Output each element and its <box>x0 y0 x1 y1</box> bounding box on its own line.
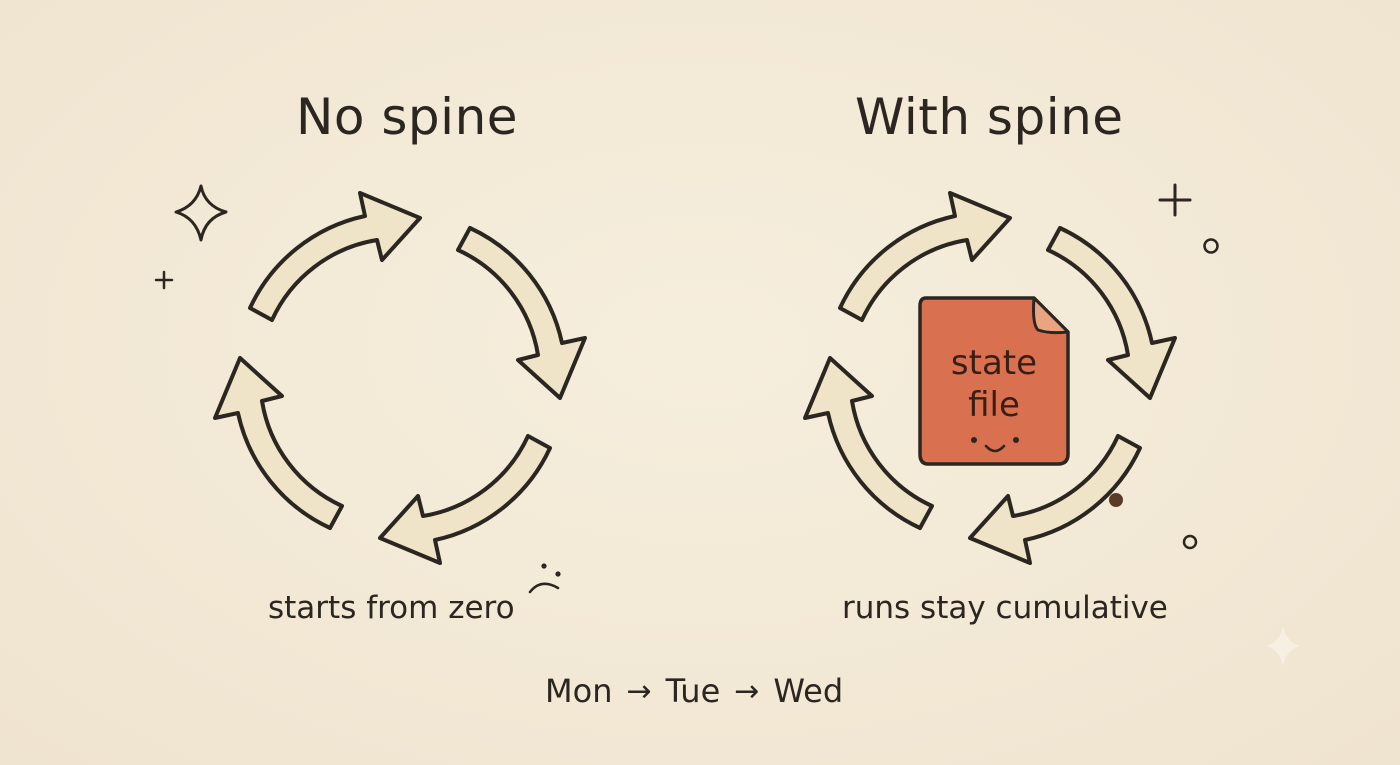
cycle-arrow-bottom-left <box>803 356 934 530</box>
circle-icon <box>1182 534 1198 550</box>
circle-icon <box>1203 238 1219 254</box>
right-panel-title: With spine <box>855 88 1124 146</box>
cycle-arrow-bottom-right <box>378 434 552 565</box>
cycle-arrow-bottom-left <box>213 356 344 530</box>
frown-face-icon <box>528 563 561 594</box>
left-cycle <box>213 191 587 565</box>
state-file-document <box>918 296 1070 466</box>
right-panel-caption: runs stay cumulative <box>842 590 1168 626</box>
state-file-label: state file <box>916 342 1072 426</box>
state-file-label-line2: file <box>968 385 1020 425</box>
sparkle-icon <box>1266 626 1300 666</box>
timeline-arrow-icon: → <box>626 673 652 709</box>
marker-dot <box>1109 493 1123 507</box>
timeline-day-mon: Mon <box>545 672 613 710</box>
cycle-arrow-top-left <box>248 191 422 322</box>
timeline-day-wed: Wed <box>773 672 844 710</box>
cycle-arrow-top-right <box>456 226 587 400</box>
smile-face-icon <box>971 437 1019 453</box>
sparkle-icon <box>174 184 228 242</box>
left-panel-caption: starts from zero <box>268 590 515 626</box>
timeline-day-tue: Tue <box>665 672 721 710</box>
left-panel-title: No spine <box>296 88 519 146</box>
timeline: Mon → Tue → Wed <box>545 672 843 710</box>
state-file-label-line1: state <box>950 343 1038 383</box>
plus-icon <box>154 270 174 290</box>
plus-icon <box>1158 183 1192 217</box>
timeline-arrow-icon: → <box>734 673 760 709</box>
